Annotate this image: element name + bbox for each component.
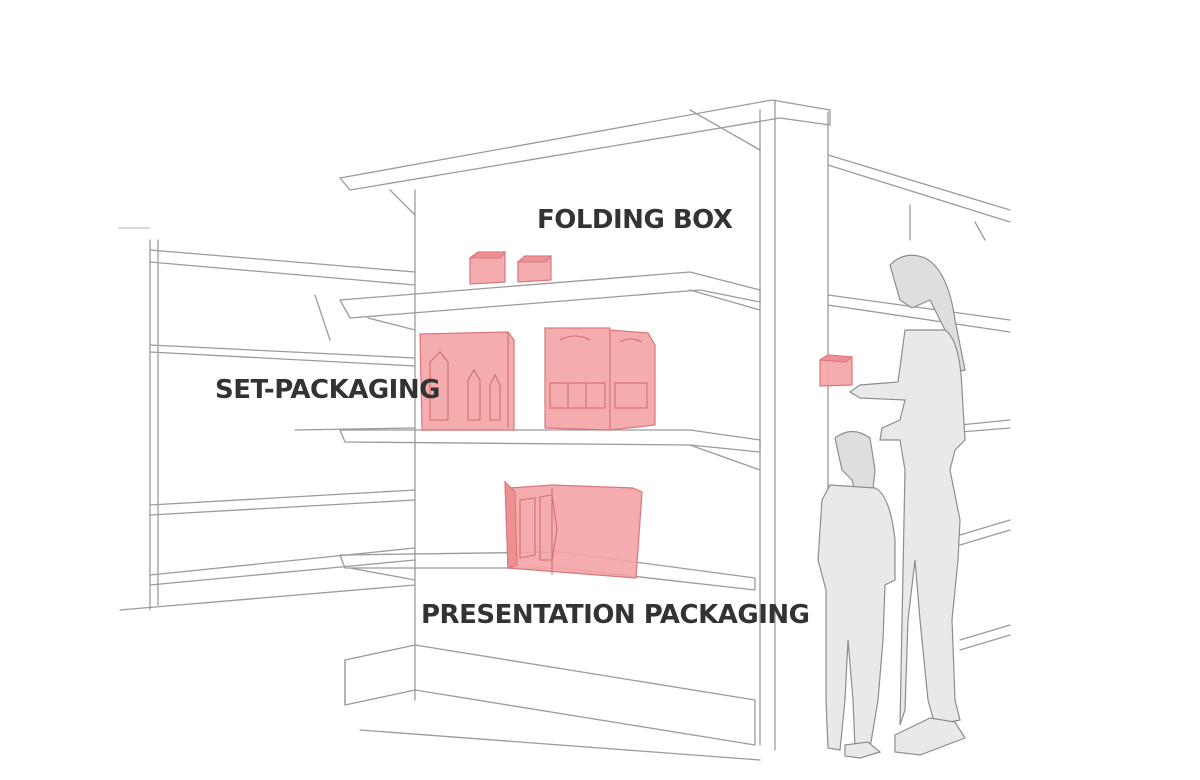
set-packaging-products	[419, 327, 656, 431]
background-shelf-left	[118, 227, 416, 611]
label-set-packaging: SET-PACKAGING	[215, 375, 440, 405]
label-presentation-packaging: PRESENTATION PACKAGING	[421, 600, 810, 630]
folding-box-products	[468, 251, 553, 285]
label-folding-box: FOLDING BOX	[537, 205, 733, 235]
background-shelf-right	[827, 154, 1011, 651]
main-shelf-unit	[339, 99, 831, 761]
shopper-figures	[817, 254, 966, 759]
presentation-packaging-product	[504, 480, 643, 579]
